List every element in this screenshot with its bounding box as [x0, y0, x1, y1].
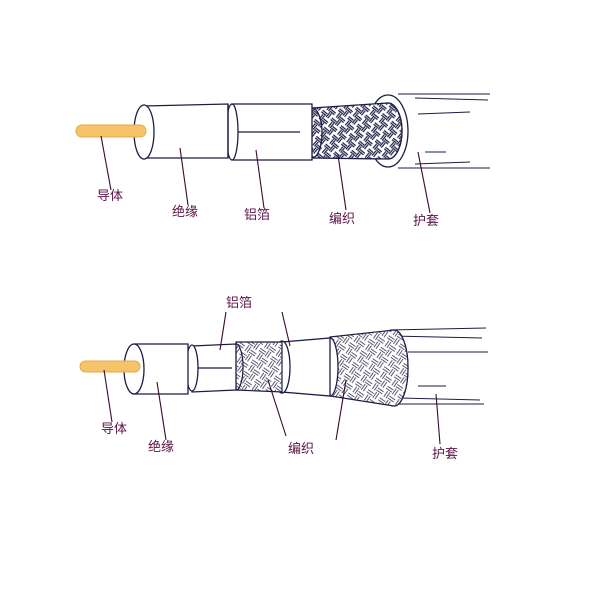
- conductor-2: [79, 360, 141, 373]
- inner-foil-layer: [185, 343, 237, 393]
- lead-line-braid-2: [267, 379, 287, 437]
- insulation-layer: [133, 103, 229, 160]
- label-conductor-2: 导体: [101, 422, 128, 437]
- label-jacket: 护套: [413, 214, 440, 229]
- lead-line-outer-foil: [281, 311, 291, 347]
- lead-line-foil-2: [219, 311, 227, 351]
- inner-braid-layer: [228, 341, 283, 393]
- label-braid-2: 编织: [288, 442, 315, 457]
- braid-layer: [301, 102, 403, 160]
- label-jacket-2: 护套: [432, 447, 459, 462]
- lead-line-jacket-2: [435, 393, 441, 445]
- conductor: [75, 124, 147, 138]
- label-insulation-2: 绝缘: [148, 440, 175, 455]
- label-conductor: 导体: [97, 189, 124, 204]
- label-foil-2: 铝箔: [226, 296, 253, 311]
- lead-line-insulation: [179, 147, 189, 206]
- label-foil: 铝箔: [244, 208, 271, 223]
- cable-double-shield: [79, 311, 488, 445]
- lead-line-outer-braid: [335, 379, 347, 441]
- lead-line-foil: [255, 149, 265, 209]
- lead-line-jacket: [417, 151, 431, 214]
- label-braid: 编织: [329, 212, 356, 227]
- lead-line-conductor: [100, 135, 112, 191]
- foil-layer: [225, 103, 313, 161]
- lead-line-braid: [337, 154, 347, 211]
- outer-braid-layer: [321, 329, 409, 407]
- label-insulation: 绝缘: [172, 205, 199, 220]
- lead-line-insulation-2: [156, 381, 167, 441]
- lead-line-conductor-2: [103, 369, 113, 423]
- cable-single-shield: [75, 93, 490, 214]
